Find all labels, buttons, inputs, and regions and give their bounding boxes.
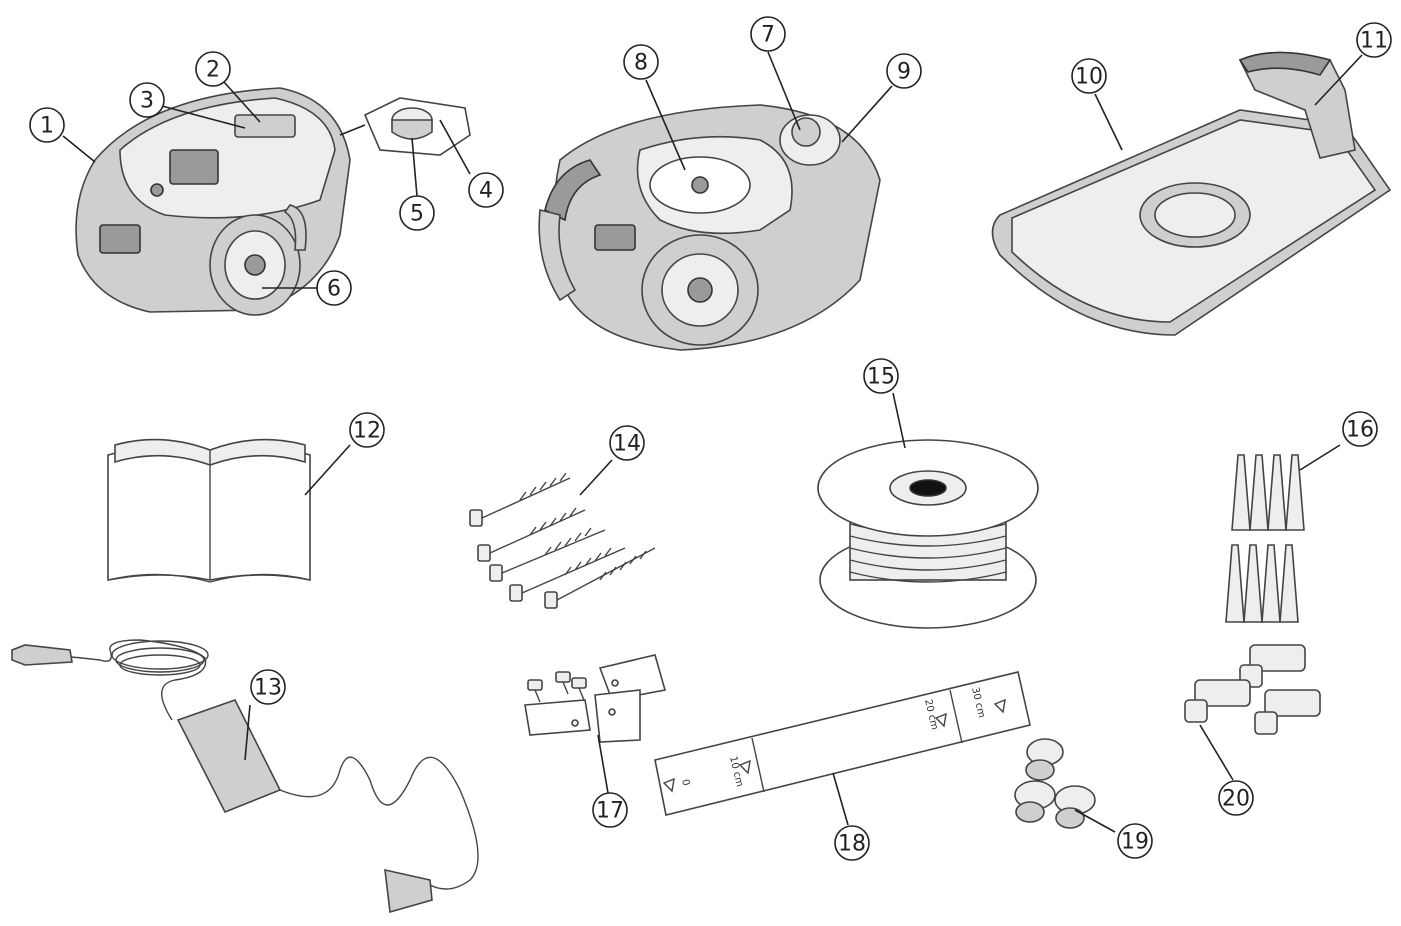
callout-17: 17 (592, 792, 628, 828)
callout-number: 16 (1346, 418, 1374, 443)
callout-8: 8 (623, 44, 659, 80)
callout-14: 14 (609, 425, 645, 461)
callouts: 1 2 3 4 5 6 7 8 9 10 11 12 13 14 15 16 1… (29, 16, 1392, 861)
callout-number: 6 (327, 277, 341, 302)
callout-number: 9 (897, 60, 911, 85)
callout-2: 2 (195, 51, 231, 87)
callout-number: 1 (40, 114, 54, 139)
callout-number: 10 (1075, 65, 1103, 90)
callout-number: 20 (1222, 787, 1250, 812)
callout-15: 15 (863, 358, 899, 394)
callout-9: 9 (886, 53, 922, 89)
callout-number: 15 (867, 365, 895, 390)
callout-number: 19 (1121, 830, 1149, 855)
callout-5: 5 (399, 195, 435, 231)
callout-number: 5 (410, 202, 424, 227)
callout-number: 3 (140, 89, 154, 114)
callout-number: 18 (838, 832, 866, 857)
button-detail (339, 97, 471, 156)
callout-12: 12 (349, 412, 385, 448)
callout-11: 11 (1356, 22, 1392, 58)
callout-1: 1 (29, 107, 65, 143)
callout-13: 13 (250, 669, 286, 705)
wire-spool (817, 439, 1039, 629)
callout-19: 19 (1117, 823, 1153, 859)
callout-16: 16 (1342, 411, 1378, 447)
screws (469, 472, 656, 609)
callout-number: 17 (596, 799, 624, 824)
callout-18: 18 (834, 825, 870, 861)
callout-4: 4 (468, 172, 504, 208)
mower-bottom-view (538, 104, 881, 351)
callout-number: 2 (206, 58, 220, 83)
callout-3: 3 (129, 82, 165, 118)
callout-10: 10 (1071, 58, 1107, 94)
charging-station (991, 51, 1392, 336)
blades (524, 654, 667, 743)
callout-7: 7 (750, 16, 786, 52)
callout-number: 13 (254, 676, 282, 701)
callout-number: 11 (1360, 29, 1388, 54)
callout-number: 14 (613, 432, 641, 457)
wire-connectors (1184, 644, 1321, 735)
callout-6: 6 (316, 270, 352, 306)
callout-number: 7 (761, 23, 775, 48)
measuring-ruler: 0 10 cm 20 cm 30 cm (654, 671, 1031, 816)
callout-number: 8 (634, 51, 648, 76)
splice-connectors (1014, 738, 1096, 829)
mower-top-view (75, 87, 351, 316)
power-supply (11, 639, 479, 914)
ruler-zero: 0 (679, 778, 691, 787)
callout-20: 20 (1218, 780, 1254, 816)
pegs (1225, 454, 1305, 623)
leader-lines (62, 51, 1363, 833)
user-manual (107, 438, 311, 583)
callout-number: 12 (353, 419, 381, 444)
callout-number: 4 (479, 179, 493, 204)
